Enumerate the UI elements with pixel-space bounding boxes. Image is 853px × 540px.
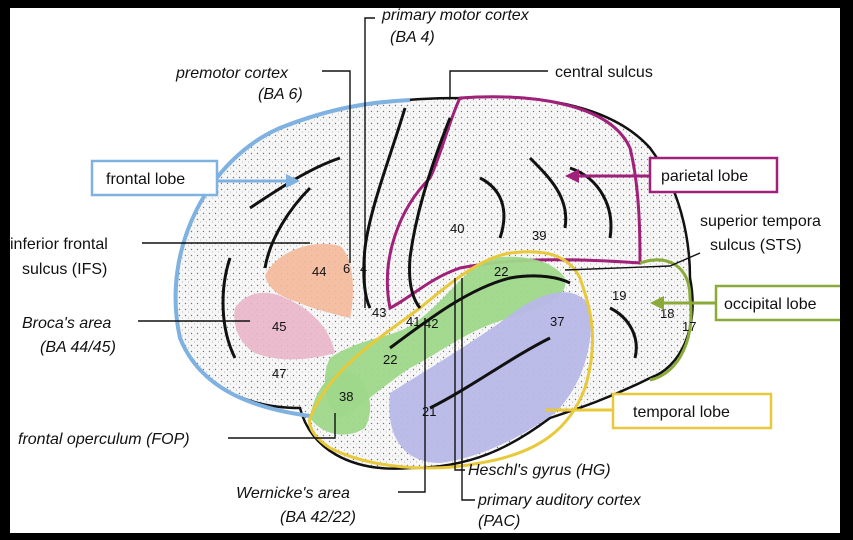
primary-auditory-cortex-label: primary auditory cortex [477, 492, 642, 509]
occipital-lobe-label: occipital lobe [724, 296, 817, 313]
area-41: 41 [406, 314, 420, 329]
parietal-lobe-label: parietal lobe [661, 168, 748, 185]
area-19: 19 [612, 288, 626, 303]
area-17: 17 [682, 319, 696, 334]
area-42: 42 [424, 316, 438, 331]
area-38: 38 [339, 389, 353, 404]
area-45: 45 [272, 319, 286, 334]
frontal-lobe-label: frontal lobe [106, 171, 185, 188]
premotor-cortex-label: premotor cortex [175, 65, 289, 82]
inferior-frontal-label: inferior frontal [10, 236, 108, 253]
area-44: 44 [312, 264, 326, 279]
area-39: 39 [532, 228, 546, 243]
heschls-gyrus-label: Heschl's gyrus (HG) [468, 462, 611, 479]
area-47: 47 [272, 366, 286, 381]
ba4445-label: (BA 44/45) [40, 339, 116, 356]
area-22-lower: 22 [383, 352, 397, 367]
area-6: 6 [343, 261, 350, 276]
ba4-label: (BA 4) [390, 29, 435, 46]
central-sulcus-label: central sulcus [555, 64, 653, 81]
area-37: 37 [550, 314, 564, 329]
ba4222-label: (BA 42/22) [280, 509, 356, 526]
area-40: 40 [450, 221, 464, 236]
sts-label: sulcus (STS) [710, 237, 802, 254]
wernickes-area-label: Wernicke's area [236, 485, 350, 502]
ifs-label: sulcus (IFS) [22, 261, 107, 278]
brocas-area-label: Broca's area [22, 315, 111, 332]
diagram-panel: 44 45 47 6 4 43 41 42 40 39 22 22 38 21 … [10, 8, 840, 533]
ba6-label: (BA 6) [258, 86, 303, 103]
superior-temporal-label: superior tempora [700, 213, 821, 230]
primary-motor-cortex-label: primary motor cortex [381, 8, 530, 24]
frontal-operculum-label: frontal operculum (FOP) [18, 431, 190, 448]
area-43: 43 [372, 305, 386, 320]
area-22-upper: 22 [494, 264, 508, 279]
area-4: 4 [360, 261, 367, 276]
temporal-lobe-label: temporal lobe [633, 404, 730, 421]
brain-diagram: 44 45 47 6 4 43 41 42 40 39 22 22 38 21 … [10, 8, 840, 533]
area-21: 21 [422, 404, 436, 419]
pac-label: (PAC) [478, 513, 520, 530]
